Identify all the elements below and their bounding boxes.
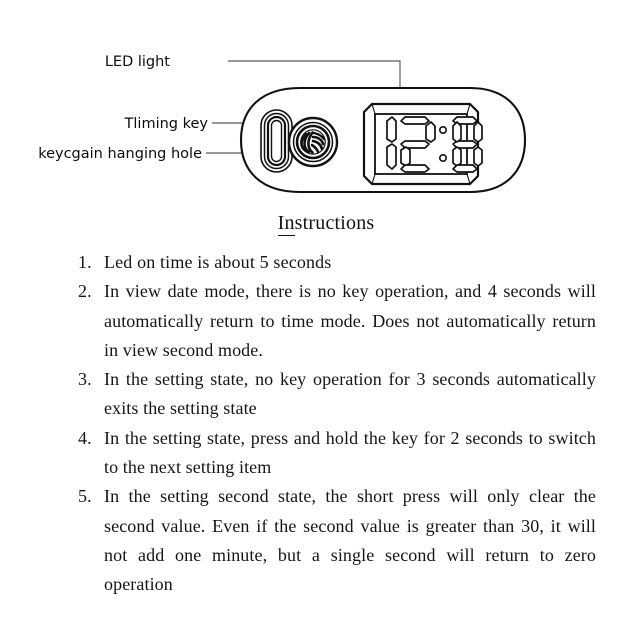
instruction-steps-list: 1. Led on time is about 5 seconds 2. In … — [0, 248, 640, 600]
timing-key-button — [287, 116, 339, 168]
lcd-digit-1 — [386, 116, 397, 170]
hanging-hole-inner-ring — [266, 115, 287, 167]
instructions-heading-rest: structions — [294, 212, 375, 234]
lcd-bevel-lines — [371, 103, 471, 185]
instruction-step: 3. In the setting state, no key operatio… — [78, 365, 596, 424]
callout-label-timing-key: Tliming key — [124, 116, 209, 132]
lcd-display — [362, 102, 483, 186]
callout-label-hanging-hole: keycgain hanging hole — [38, 146, 202, 162]
instructions-heading: Instructions — [0, 212, 640, 236]
lcd-colon — [438, 126, 447, 163]
step-number: 4. — [78, 427, 92, 448]
step-number: 3. — [78, 369, 92, 390]
lcd-digits — [386, 116, 483, 173]
instructions-section: Instructions 1. Led on time is about 5 s… — [0, 212, 640, 600]
step-number: 1. — [78, 252, 92, 272]
lcd-digit-8 — [452, 116, 483, 173]
step-number: 2. — [78, 281, 92, 302]
button-spiral-icon — [300, 131, 326, 154]
instruction-step: 1. Led on time is about 5 seconds — [78, 248, 596, 277]
step-text: In the setting state, press and hold the… — [104, 427, 596, 478]
step-number: 5. — [78, 486, 92, 507]
step-text: In the setting state, no key operation f… — [104, 369, 596, 419]
device-diagram: LED light Tliming key keycgain hanging h… — [0, 0, 640, 215]
callout-label-led-light: LED light — [105, 54, 170, 70]
instruction-step: 5. In the setting second state, the shor… — [78, 482, 596, 599]
instruction-step: 2. In view date mode, there is no key op… — [78, 277, 596, 365]
hanging-hole-aperture — [270, 119, 283, 163]
step-text: Led on time is about 5 seconds — [104, 252, 332, 272]
step-text: In the setting second state, the short p… — [104, 486, 596, 595]
instruction-step: 4. In the setting state, press and hold … — [78, 424, 596, 483]
lcd-digit-2 — [400, 116, 436, 173]
instructions-heading-underlined-part: In — [277, 212, 295, 236]
step-text: In view date mode, there is no key opera… — [104, 281, 596, 360]
